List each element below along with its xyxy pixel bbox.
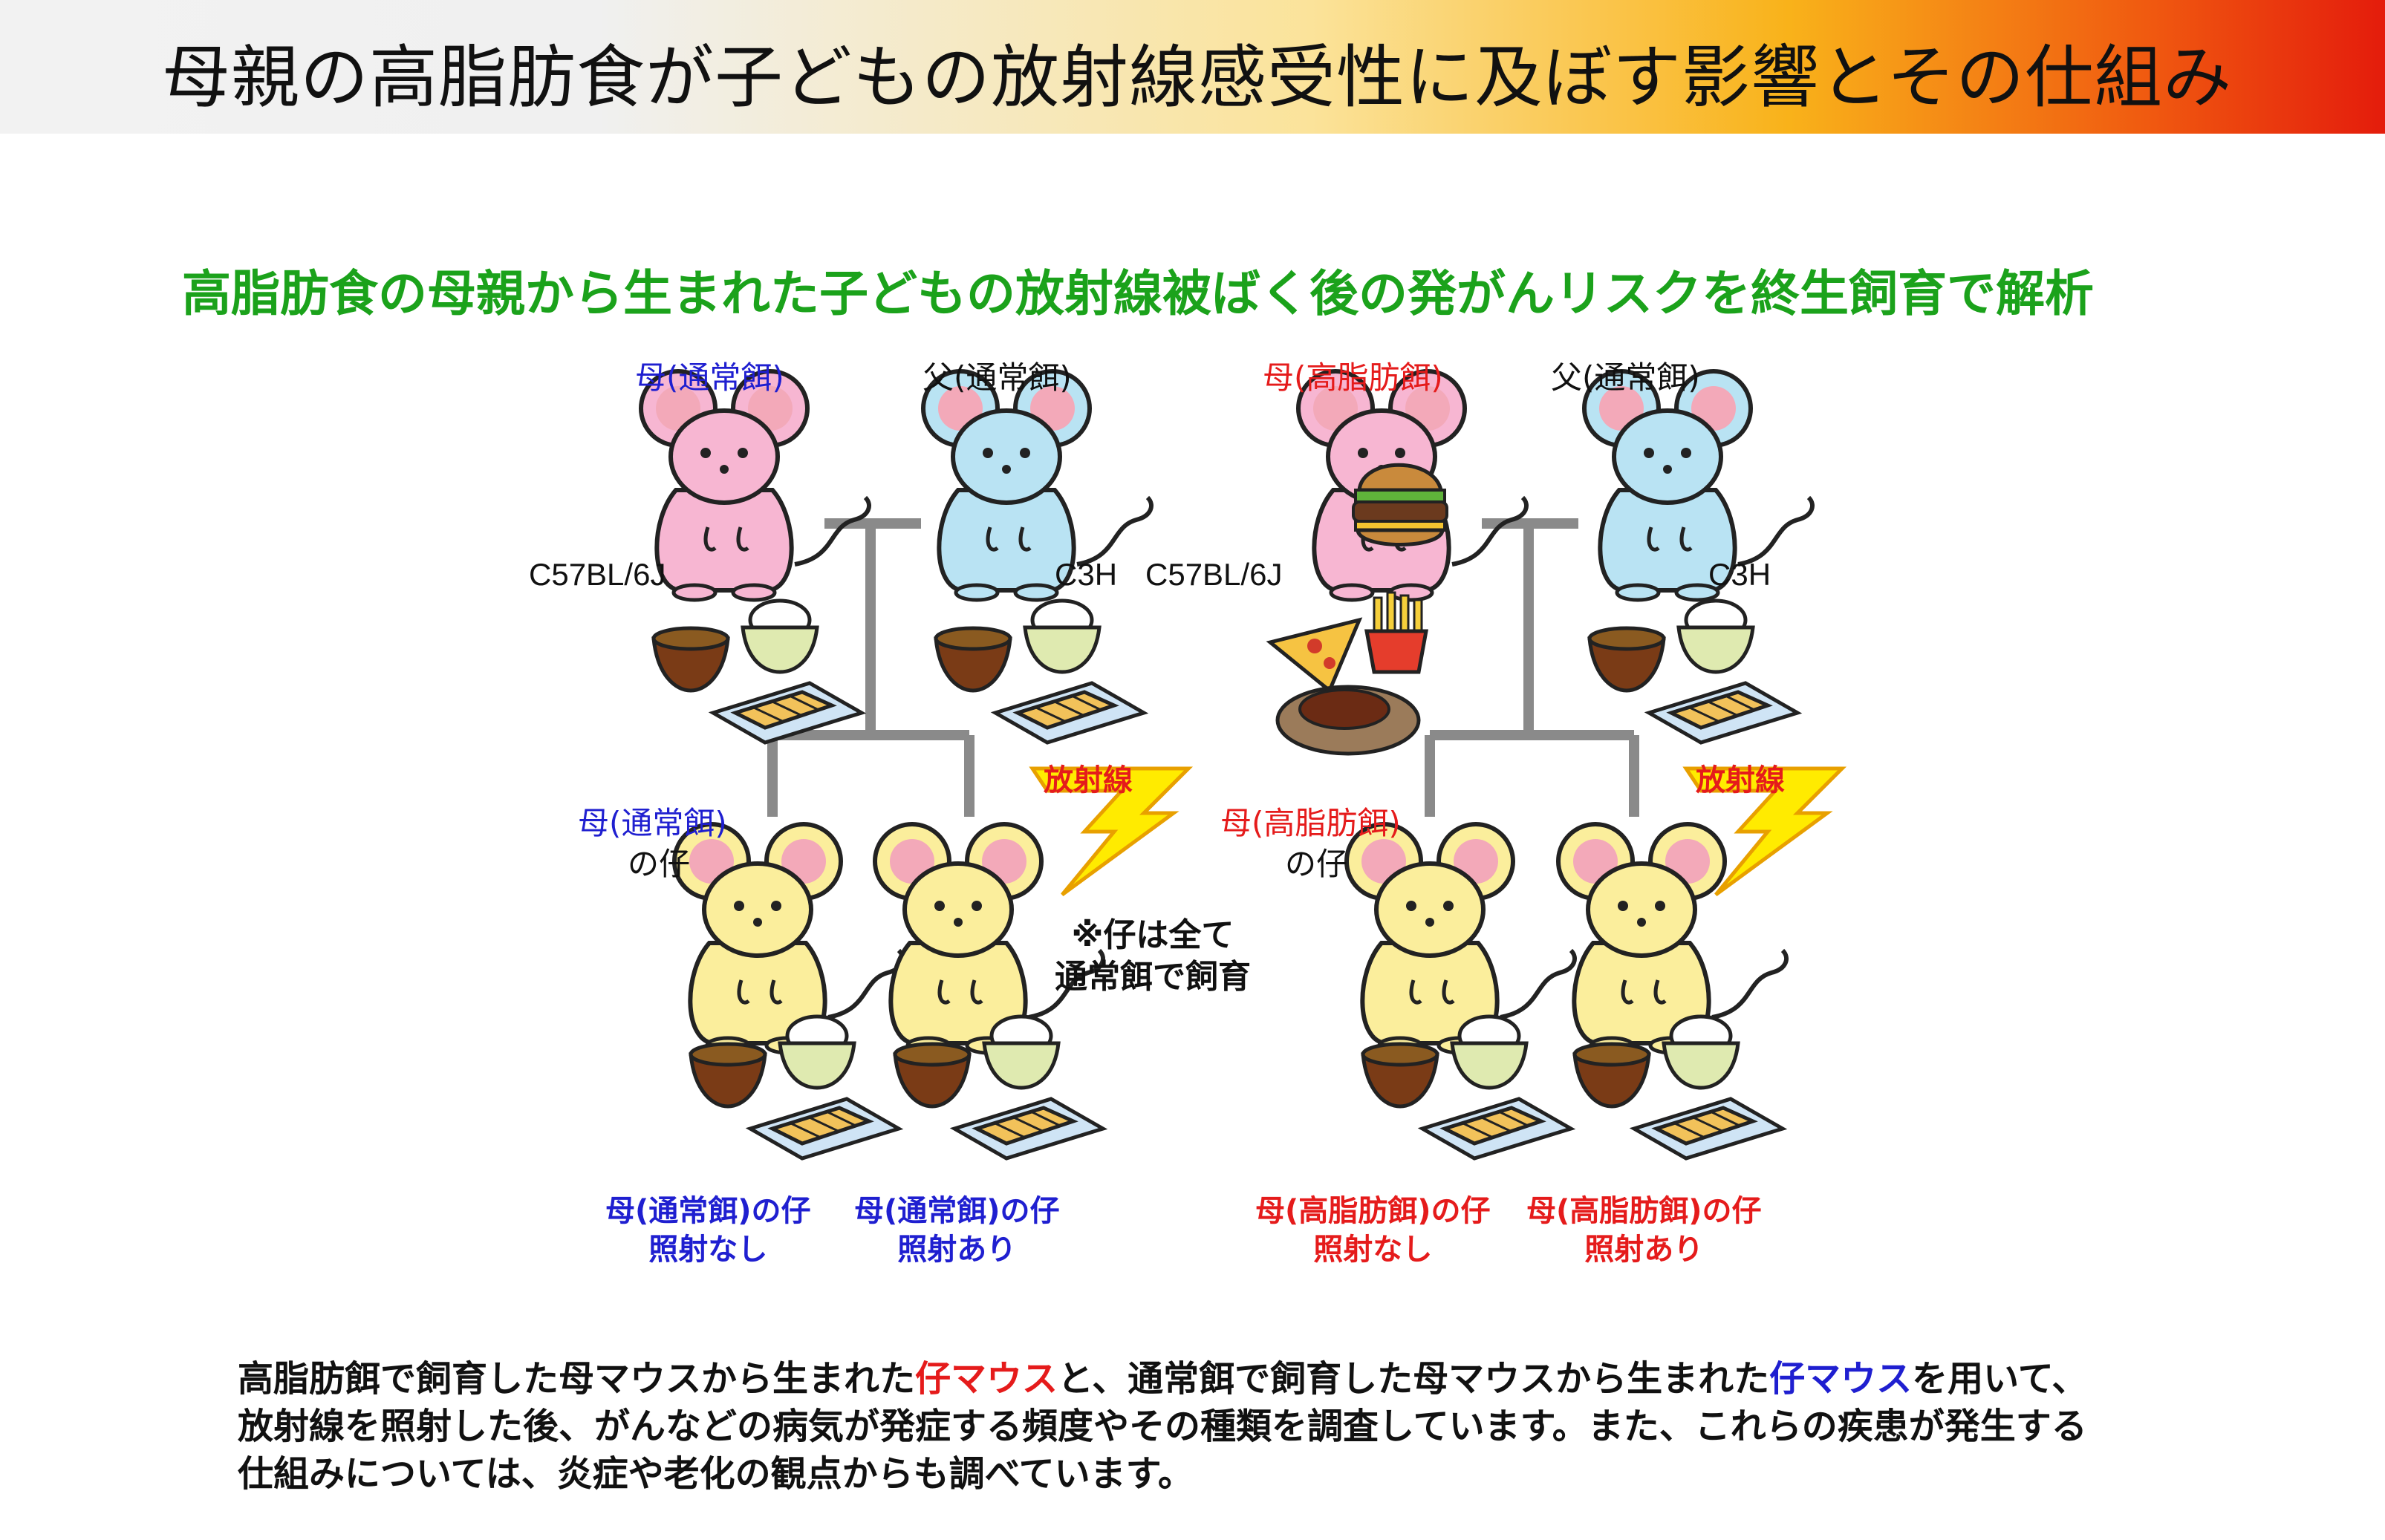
mouse-pup-icon: [674, 824, 902, 1053]
radiation-label-2: 放射線: [1696, 763, 1785, 797]
group-label-highfat-nonirradiated: 母(高脂肪餌)の仔 照射なし: [1255, 1192, 1491, 1269]
description: 高脂肪餌で飼育した母マウスから生まれた仔マウスと、通常餌で飼育した母マウスから生…: [238, 1355, 2087, 1498]
group-label-line2: 照射なし: [648, 1233, 768, 1267]
food-set-mother-normal: [654, 601, 862, 743]
description-text: を用いて、: [1912, 1358, 2088, 1400]
group-label-line1: 母(高脂肪餌)の仔: [1526, 1194, 1762, 1228]
strain-c3h-1: C3H: [1055, 557, 1118, 592]
label-pup-normal-line1: 母(通常餌): [578, 805, 727, 841]
rearing-note: ※仔は全て 通常餌で飼育: [1055, 915, 1251, 998]
description-line1: 高脂肪餌で飼育した母マウスから生まれた仔マウスと、通常餌で飼育した母マウスから生…: [238, 1355, 2087, 1403]
mouse-pup-icon: [1347, 824, 1575, 1053]
label-pup-highfat-line1: 母(高脂肪餌): [1220, 805, 1401, 841]
description-text: 高脂肪餌で飼育した母マウスから生まれた: [238, 1358, 916, 1400]
label-mother-highfat: 母(高脂肪餌): [1263, 359, 1443, 396]
hamburger-icon: [1352, 463, 1448, 546]
highlight-pup-highfat: 仔マウス: [915, 1358, 1058, 1400]
title-bar: 母親の高脂肪食が子どもの放射線感受性に及ぼす影響とその仕組み: [0, 0, 2385, 134]
group-label-line2: 照射あり: [1584, 1233, 1704, 1267]
description-line2: 放射線を照射した後、がんなどの病気が発症する頻度やその種類を調査しています。また…: [238, 1406, 2087, 1447]
page-title: 母親の高脂肪食が子どもの放射線感受性に及ぼす影響とその仕組み: [162, 38, 2233, 117]
strain-c57-2: C57BL/6J: [1145, 557, 1283, 592]
group-label-line2: 照射あり: [897, 1233, 1017, 1267]
label-father-2: 父(通常餌): [1551, 359, 1700, 396]
description-line3: 仕組みについては、炎症や老化の観点からも調べています。: [238, 1453, 1194, 1495]
pizza-icon: [1266, 617, 1363, 694]
group-label-line1: 母(通常餌)の仔: [605, 1194, 811, 1228]
description-text: と、通常餌で飼育した母マウスから生まれた: [1058, 1358, 1770, 1400]
strain-c57-1: C57BL/6J: [529, 557, 666, 592]
subtitle: 高脂肪食の母親から生まれた子どもの放射線被ばく後の発がんリスクを終生飼育で解析: [182, 265, 2094, 322]
highlight-pup-normal: 仔マウス: [1769, 1358, 1913, 1400]
group-label-line2: 照射なし: [1313, 1233, 1433, 1267]
radiation-label-1: 放射線: [1044, 763, 1133, 797]
group-label-line1: 母(高脂肪餌)の仔: [1255, 1194, 1491, 1228]
mouse-father-icon: [1584, 371, 1812, 600]
steak-icon: [1275, 685, 1421, 756]
group-label-normal-nonirradiated: 母(通常餌)の仔 照射なし: [605, 1192, 811, 1269]
label-pup-highfat-line2: の仔: [1285, 846, 1348, 882]
left-family-connector: [767, 518, 975, 817]
fries-icon: [1364, 591, 1428, 674]
food-set-father-2: [1590, 601, 1797, 743]
group-label-highfat-irradiated: 母(高脂肪餌)の仔 照射あり: [1526, 1192, 1762, 1269]
strain-c3h-2: C3H: [1708, 557, 1771, 592]
rearing-note-line1: ※仔は全て: [1071, 916, 1234, 954]
group-label-normal-irradiated: 母(通常餌)の仔 照射あり: [854, 1192, 1060, 1269]
mouse-mother-icon: [641, 371, 869, 600]
rearing-note-line2: 通常餌で飼育: [1055, 958, 1251, 996]
label-mother-normal: 母(通常餌): [635, 359, 784, 396]
group-label-line1: 母(通常餌)の仔: [854, 1194, 1060, 1228]
food-set-father-1: [936, 601, 1144, 743]
label-father-1: 父(通常餌): [923, 359, 1072, 396]
right-family-connector: [1425, 518, 1639, 817]
label-pup-normal-line2: の仔: [628, 846, 691, 882]
